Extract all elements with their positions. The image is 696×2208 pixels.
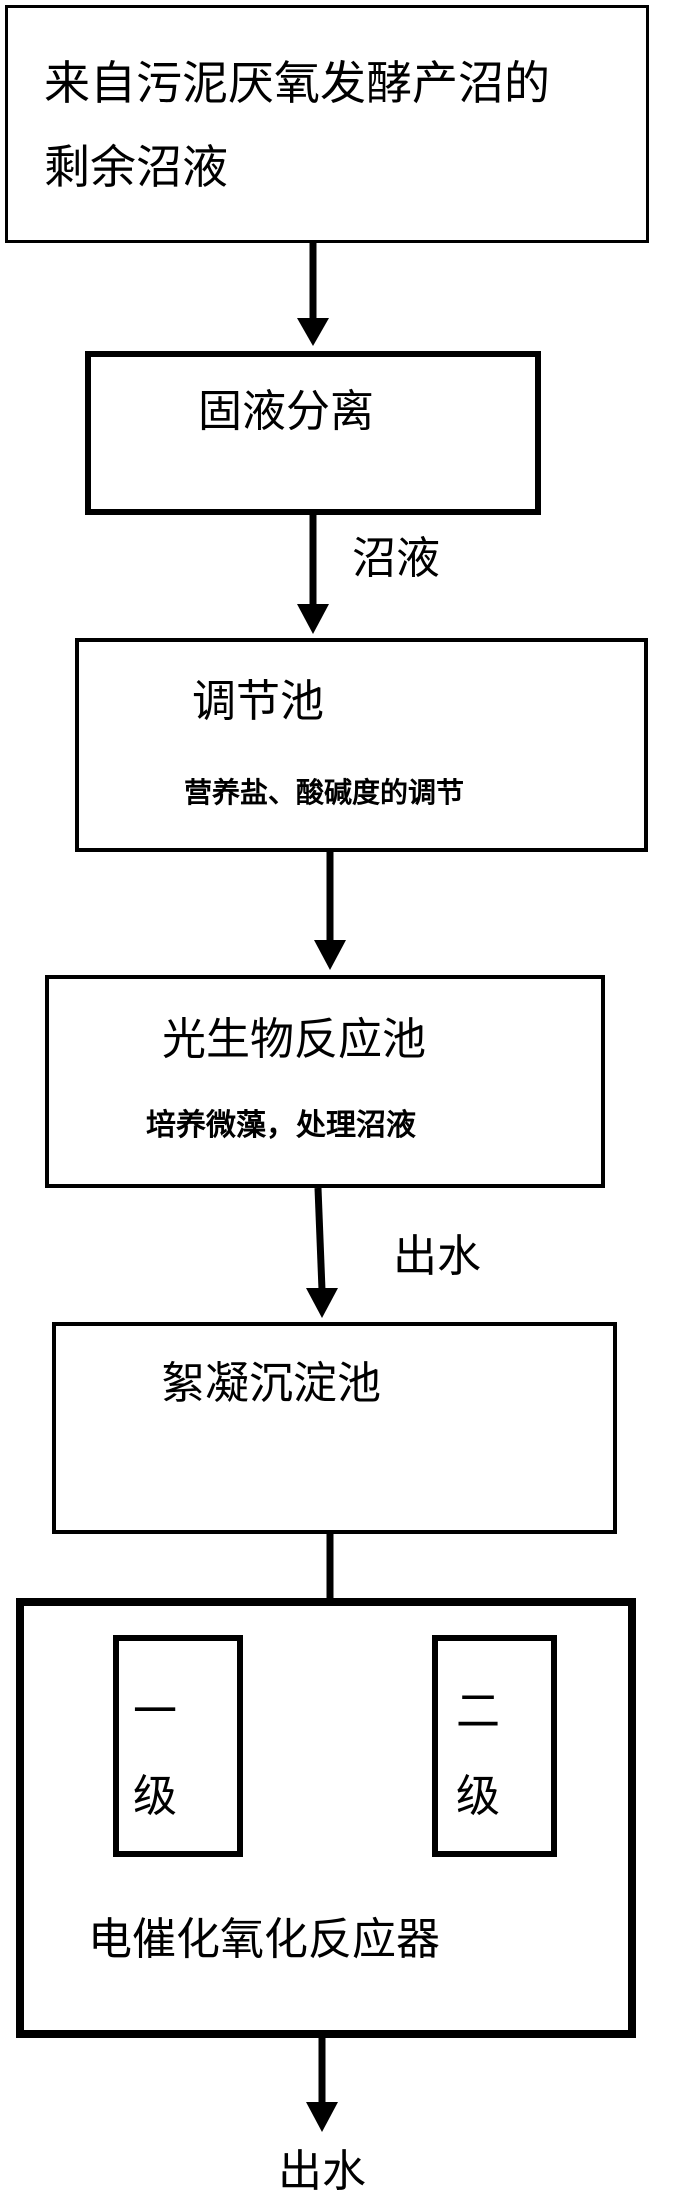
regulating-tank-note: 营养盐、酸碱度的调节 [184, 776, 465, 809]
flocculation-title: 絮凝沉淀池 [161, 1358, 381, 1409]
stage-1-char-1: 一 [133, 1686, 177, 1737]
regulating-tank-title: 调节池 [192, 676, 324, 727]
arrow-label-effluent-2: 出水 [278, 2146, 366, 2197]
arrow-label-biogas-liquid: 沼液 [352, 533, 440, 584]
regulating-tank-box [75, 638, 648, 852]
stage-2-char-1: 二 [456, 1686, 500, 1737]
arrow-label-effluent-1: 出水 [393, 1231, 481, 1282]
arrowhead-3 [314, 940, 346, 970]
photobioreactor-box [45, 975, 605, 1188]
stage-2-char-2: 级 [456, 1771, 500, 1822]
photobioreactor-note: 培养微藻，处理沼液 [146, 1108, 416, 1143]
source-text-line2: 剩余沼液 [44, 140, 228, 194]
arrow-photobioreactor-to-flocculation [314, 1187, 326, 1291]
arrowhead-1 [297, 318, 329, 346]
source-text-line1: 来自污泥厌氧发酵产沼的 [44, 56, 550, 110]
separation-label: 固液分离 [198, 386, 374, 437]
separation-box [85, 351, 541, 515]
reactor-stage-2-box [432, 1635, 557, 1857]
reactor-title: 电催化氧化反应器 [88, 1914, 440, 1965]
arrowhead-4 [306, 1288, 338, 1318]
stage-1-char-2: 级 [133, 1771, 177, 1822]
reactor-stage-1-box [113, 1635, 243, 1857]
arrowhead-2 [297, 604, 329, 634]
photobioreactor-title: 光生物反应池 [162, 1014, 426, 1065]
arrowhead-6 [306, 2102, 338, 2132]
source-box [5, 5, 649, 243]
flocculation-box [52, 1322, 617, 1534]
